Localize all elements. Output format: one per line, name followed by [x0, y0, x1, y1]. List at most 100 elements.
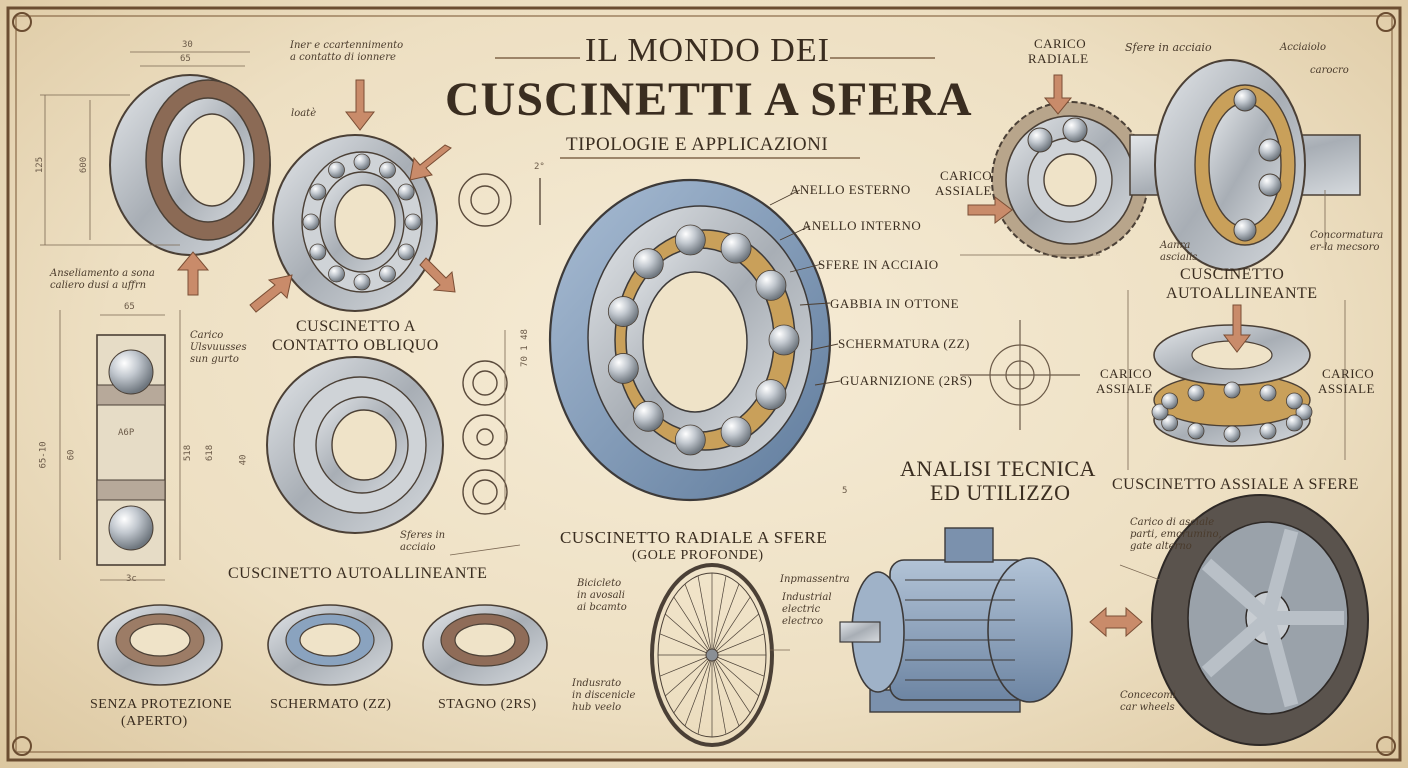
label-anello-interno: ANELLO INTERNO	[802, 218, 922, 233]
note-bicicletta: Bicicleto in avosali ai bcamto	[577, 578, 627, 613]
steel-ball	[607, 353, 639, 384]
bearing-deep-groove-main	[548, 178, 832, 502]
dim-65-mid: 65	[124, 302, 135, 312]
dim-a6p: A6P	[118, 428, 135, 438]
note-sfere-top: Sfere in acciaio	[1125, 41, 1212, 54]
label-stagno: STAGNO (2RS)	[438, 697, 537, 712]
rim-spoke	[1261, 616, 1299, 708]
note-carico: Carico Ulsvuusses sun gurto	[190, 330, 247, 365]
wheel-spoke	[665, 613, 713, 656]
shaft-bearing	[1129, 59, 1361, 271]
note-carico-asciale: Carico di asciale parti, emorumino, gate…	[1130, 517, 1222, 552]
steel-ball	[1161, 392, 1179, 410]
label-carico-radiale-line2: RADIALE	[1028, 51, 1089, 66]
steel-ball	[1187, 422, 1205, 440]
steel-ball	[309, 243, 327, 261]
steel-ball	[720, 416, 752, 448]
note-anna: Aanra ascialis	[1160, 240, 1198, 263]
steel-ball	[302, 213, 320, 231]
bearing-cross-section	[59, 310, 181, 581]
dim-618: 618	[205, 444, 216, 462]
label-carico-assiale-3-line2: ASSIALE	[1318, 381, 1375, 396]
note-top: Iner e ccartennimento a contatto di ionn…	[290, 40, 404, 63]
callout-lines-center	[769, 189, 841, 386]
label-carico-assiale-2-line1: CARICO	[1100, 366, 1153, 381]
wheel-spoke	[711, 613, 759, 656]
label-autoallineante-left: CUSCINETTO AUTOALLINEANTE	[228, 565, 488, 582]
page-title-line2: CUSCINETTI A SFERA	[445, 73, 973, 126]
steel-ball	[755, 379, 787, 411]
page-subtitle: TIPOLOGIE E APPLICAZIONI	[566, 134, 829, 155]
thrust-bearing	[1151, 324, 1313, 447]
steel-ball	[1259, 384, 1277, 402]
dim-40: 40	[238, 454, 249, 466]
steel-ball	[397, 183, 415, 201]
steel-ball	[1285, 392, 1303, 410]
rim-spoke	[1201, 612, 1273, 678]
label-carico-assiale-2-line2: ASSIALE	[1096, 381, 1153, 396]
label-analisi-line2: ED UTILIZZO	[930, 480, 1071, 505]
note-inpass: Inpmassentra	[780, 574, 850, 585]
steel-ball	[632, 248, 664, 280]
steel-ball	[379, 265, 396, 283]
wheel-spoke	[711, 654, 740, 727]
gear-bearing	[991, 101, 1149, 259]
dim-65-top: 65	[180, 54, 191, 64]
label-gabbia-ottone: GABBIA IN OTTONE	[830, 296, 960, 311]
label-obliquo-line2: CONTATTO OBLIQUO	[272, 337, 439, 354]
title-ornament	[495, 57, 935, 159]
dim-518: 518	[183, 444, 194, 462]
caption-radiale-line2: (GOLE PROFONDE)	[632, 548, 764, 563]
steel-ball	[1223, 381, 1241, 399]
wheel-spoke	[673, 596, 713, 656]
wheel-spoke	[711, 654, 727, 735]
steel-ball	[1223, 425, 1241, 443]
steel-ball	[674, 424, 706, 456]
dim-125: 125	[35, 156, 46, 174]
steel-ball	[1161, 414, 1179, 432]
wheel-spoke	[711, 633, 765, 656]
wheel-spoke	[711, 654, 765, 677]
wheel-spoke	[697, 575, 713, 656]
label-obliquo-line1: CUSCINETTO A	[296, 318, 416, 335]
wheel-spoke	[684, 654, 713, 727]
wheel-spoke	[697, 654, 713, 735]
dim-3c: 3c	[126, 574, 137, 584]
bearing-sealed	[422, 604, 548, 686]
steel-ball	[1295, 403, 1313, 421]
note-left: Anseliamento a sona caliero dusi a uffrn	[50, 268, 155, 291]
steel-ball	[768, 324, 800, 356]
label-anello-esterno: ANELLO ESTERNO	[790, 182, 911, 197]
steel-ball	[328, 265, 345, 283]
bearing-open	[97, 604, 223, 686]
steel-ball	[353, 153, 371, 171]
wheel-spoke	[711, 583, 740, 656]
steel-ball	[674, 224, 706, 256]
label-carico-assiale-3-line1: CARICO	[1322, 366, 1375, 381]
steel-ball	[1187, 384, 1205, 402]
bicycle-wheel	[650, 563, 774, 747]
dim-2: 2°	[534, 162, 545, 172]
label-schermatura: SCHERMATURA (ZZ)	[838, 336, 970, 351]
bearing-angular-contact	[272, 134, 438, 312]
label-carico-assiale-line2: ASSIALE	[935, 183, 992, 198]
steel-ball	[328, 161, 345, 179]
wheel-spoke	[684, 583, 713, 656]
note-acciaiolo: Acciaiolo	[1280, 42, 1327, 53]
label-sfere-acciaio: SFERE IN ACCIAIO	[818, 257, 939, 272]
car-wheel	[1151, 494, 1369, 746]
note-concentr: Concormatura er-la mecsoro	[1310, 230, 1384, 253]
steel-ball	[1285, 414, 1303, 432]
steel-ball	[379, 161, 396, 179]
rim-spoke	[1261, 528, 1299, 620]
steel-ball	[1151, 403, 1169, 421]
wheel-spoke	[665, 654, 713, 697]
steel-ball	[607, 296, 639, 327]
note-carocro: carocro	[1310, 65, 1349, 76]
page-title-line1: IL MONDO DEI	[585, 32, 830, 69]
steel-ball	[397, 243, 415, 261]
label-autoallineante-right-line1: CUSCINETTO	[1180, 266, 1285, 283]
steel-ball	[353, 273, 371, 291]
note-concecomi: Concecomi car wheels	[1120, 690, 1176, 713]
